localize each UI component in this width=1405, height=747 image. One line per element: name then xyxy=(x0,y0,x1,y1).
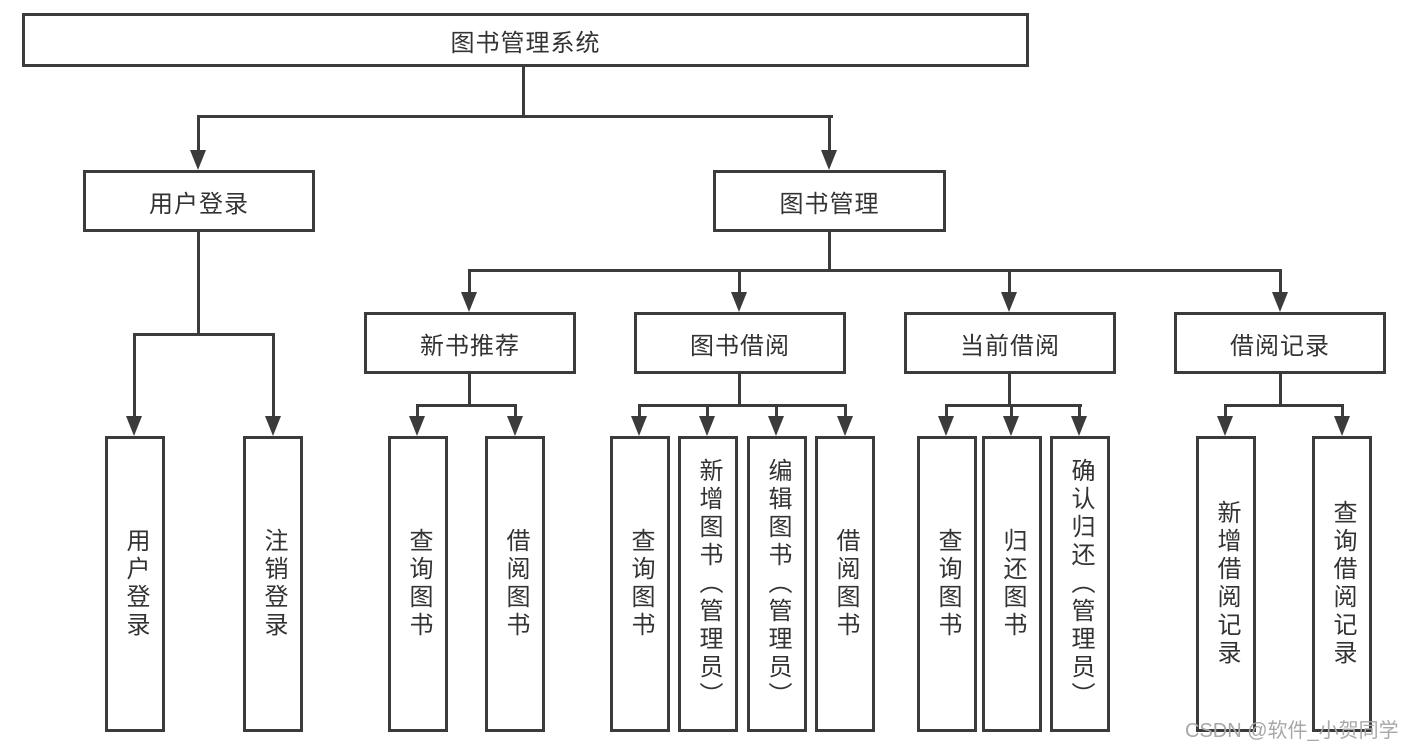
arrow-down-icon xyxy=(837,416,853,436)
connector-recommend-stem xyxy=(468,374,471,407)
leaf-borrow-books-recommend: 借阅图书 xyxy=(485,436,545,732)
arrow-down-icon xyxy=(1001,292,1017,312)
arrow-down-icon xyxy=(507,416,523,436)
node-borrow-records: 借阅记录 xyxy=(1174,312,1386,374)
node-book-management: 图书管理 xyxy=(713,170,946,232)
node-root-label: 图书管理系统 xyxy=(450,29,601,57)
arrow-down-icon xyxy=(126,416,142,436)
connector-to-mgmt-stem xyxy=(828,115,831,152)
connector-borrow-stem xyxy=(738,374,741,407)
leaf-borrow-books: 借阅图书 xyxy=(815,436,875,732)
connector-stub xyxy=(706,404,709,418)
connector-stub xyxy=(1078,404,1081,418)
leaf-query-books-recommend: 查询图书 xyxy=(388,436,448,732)
connector-current-stem-top xyxy=(1008,269,1011,294)
leaf-confirm-return-admin: 确认归还（管理员） xyxy=(1050,436,1110,732)
leaf-add-borrow-record: 新增借阅记录 xyxy=(1196,436,1256,732)
leaf-label: 借阅图书 xyxy=(832,528,859,640)
arrow-down-icon xyxy=(1272,292,1288,312)
arrow-down-icon xyxy=(1334,416,1350,436)
arrow-down-icon xyxy=(1217,416,1233,436)
leaf-query-borrow-record: 查询借阅记录 xyxy=(1312,436,1372,732)
connector-stub xyxy=(416,404,419,418)
node-book-borrow: 图书借阅 xyxy=(634,312,846,374)
connector-login-child2-stem xyxy=(272,333,275,416)
arrow-down-icon xyxy=(1071,416,1087,436)
node-book-management-label: 图书管理 xyxy=(779,190,880,218)
connector-borrow-stem-top xyxy=(738,269,741,294)
leaf-user-login: 用户登录 xyxy=(105,436,165,732)
connector-stub xyxy=(1224,404,1227,418)
connector-stub xyxy=(514,404,517,418)
node-user-login: 用户登录 xyxy=(83,170,315,232)
leaf-label: 确认归还（管理员） xyxy=(1067,458,1094,710)
connector-stub xyxy=(638,404,641,418)
arrow-down-icon xyxy=(699,416,715,436)
leaf-label: 注销登录 xyxy=(260,528,287,640)
node-user-login-label: 用户登录 xyxy=(149,190,249,218)
arrow-down-icon xyxy=(409,416,425,436)
leaf-label: 编辑图书（管理员） xyxy=(764,458,791,710)
connector-records-stem-top xyxy=(1279,269,1282,294)
connector-recommend-hline xyxy=(416,404,517,407)
connector-login-stem xyxy=(197,232,200,335)
node-current-borrow: 当前借阅 xyxy=(904,312,1116,374)
node-new-book-recommend: 新书推荐 xyxy=(364,312,576,374)
connector-stub xyxy=(1010,404,1013,418)
node-root: 图书管理系统 xyxy=(22,13,1029,67)
arrow-down-icon xyxy=(631,416,647,436)
leaf-logout: 注销登录 xyxy=(243,436,303,732)
connector-recommend-stem-top xyxy=(468,269,471,294)
arrow-down-icon xyxy=(768,416,784,436)
leaf-edit-book-admin: 编辑图书（管理员） xyxy=(747,436,807,732)
leaf-query-books-borrow: 查询图书 xyxy=(610,436,670,732)
connector-root-stem xyxy=(522,66,525,117)
connector-records-hline xyxy=(1224,404,1344,407)
connector-mgmt-hline xyxy=(468,269,1282,272)
leaf-label: 新增图书（管理员） xyxy=(695,458,722,710)
leaf-label: 借阅图书 xyxy=(502,528,529,640)
connector-to-login-stem xyxy=(197,115,200,152)
arrow-down-icon xyxy=(461,292,477,312)
node-new-book-recommend-label: 新书推荐 xyxy=(420,332,520,360)
connector-login-child1-stem xyxy=(133,333,136,416)
leaf-label: 查询图书 xyxy=(934,528,961,640)
connector-stub xyxy=(844,404,847,418)
leaf-label: 查询借阅记录 xyxy=(1329,500,1356,668)
leaf-label: 用户登录 xyxy=(122,528,149,640)
leaf-query-books-current: 查询图书 xyxy=(917,436,977,732)
connector-current-hline xyxy=(945,404,1082,407)
arrow-down-icon xyxy=(731,292,747,312)
leaf-label: 查询图书 xyxy=(627,528,654,640)
leaf-add-book-admin: 新增图书（管理员） xyxy=(678,436,738,732)
arrow-down-icon xyxy=(1003,416,1019,436)
connector-stub xyxy=(1341,404,1344,418)
arrow-down-icon xyxy=(265,416,281,436)
node-current-borrow-label: 当前借阅 xyxy=(960,332,1060,360)
leaf-label: 查询图书 xyxy=(405,528,432,640)
connector-level1-hline xyxy=(197,115,833,118)
connector-records-stem xyxy=(1279,374,1282,407)
leaf-return-book: 归还图书 xyxy=(982,436,1042,732)
connector-borrow-hline xyxy=(638,404,847,407)
connector-login-hline xyxy=(133,333,275,336)
connector-stub xyxy=(775,404,778,418)
leaf-label: 归还图书 xyxy=(999,528,1026,640)
leaf-label: 新增借阅记录 xyxy=(1213,500,1240,668)
arrow-down-icon xyxy=(821,150,837,170)
connector-current-stem xyxy=(1008,374,1011,407)
connector-stub xyxy=(945,404,948,418)
connector-mgmt-stem xyxy=(828,232,831,272)
arrow-down-icon xyxy=(190,150,206,170)
arrow-down-icon xyxy=(938,416,954,436)
node-book-borrow-label: 图书借阅 xyxy=(690,332,790,360)
watermark: CSDN @软件_小贺同学 xyxy=(1185,720,1399,742)
node-borrow-records-label: 借阅记录 xyxy=(1230,332,1330,360)
